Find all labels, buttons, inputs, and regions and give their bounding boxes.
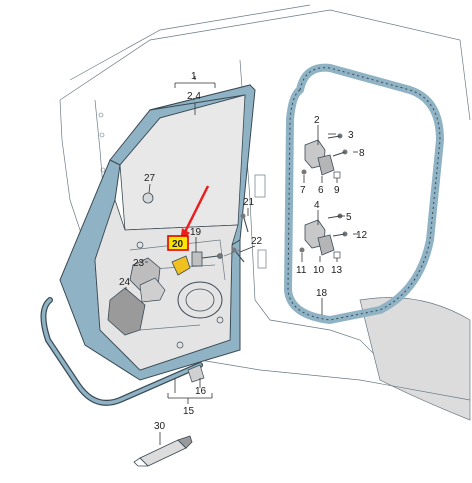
- callout-leaders: [125, 76, 358, 445]
- label-12: 12: [356, 230, 368, 241]
- label-3: 3: [348, 130, 354, 141]
- label-20: 20: [172, 239, 184, 250]
- door-seal-strip: [40, 297, 205, 406]
- sealant-tube: [133, 435, 193, 467]
- label-23: 23: [133, 258, 145, 269]
- label-21: 21: [243, 197, 255, 208]
- label-5: 5: [346, 212, 352, 223]
- label-16: 16: [195, 386, 207, 397]
- front-door: [59, 84, 256, 381]
- label-2: 2: [314, 115, 320, 126]
- label-18: 18: [316, 288, 328, 299]
- label-1: 1: [191, 71, 197, 82]
- label-13: 13: [331, 265, 343, 276]
- label-7: 7: [300, 185, 306, 196]
- hinges: [299, 133, 348, 259]
- label-19: 19: [190, 227, 202, 238]
- label-8: 8: [359, 148, 365, 159]
- callout-labels: 1 2,4 2 3 8 7 6 9 4 5 12 11 10 13 18 21 …: [119, 71, 368, 432]
- label-10: 10: [313, 265, 325, 276]
- label-22: 22: [251, 236, 263, 247]
- door-small-parts: [107, 192, 249, 336]
- label-9: 9: [334, 185, 340, 196]
- label-24: 24: [119, 277, 131, 288]
- label-2-4: 2,4: [187, 91, 201, 102]
- label-27: 27: [144, 173, 156, 184]
- label-11: 11: [296, 265, 307, 276]
- label-4: 4: [314, 200, 320, 211]
- label-30: 30: [154, 421, 166, 432]
- label-15: 15: [183, 406, 195, 417]
- part-20-highlight-box: [167, 235, 189, 251]
- label-6: 6: [318, 185, 324, 196]
- door-opening-seal: [284, 63, 444, 324]
